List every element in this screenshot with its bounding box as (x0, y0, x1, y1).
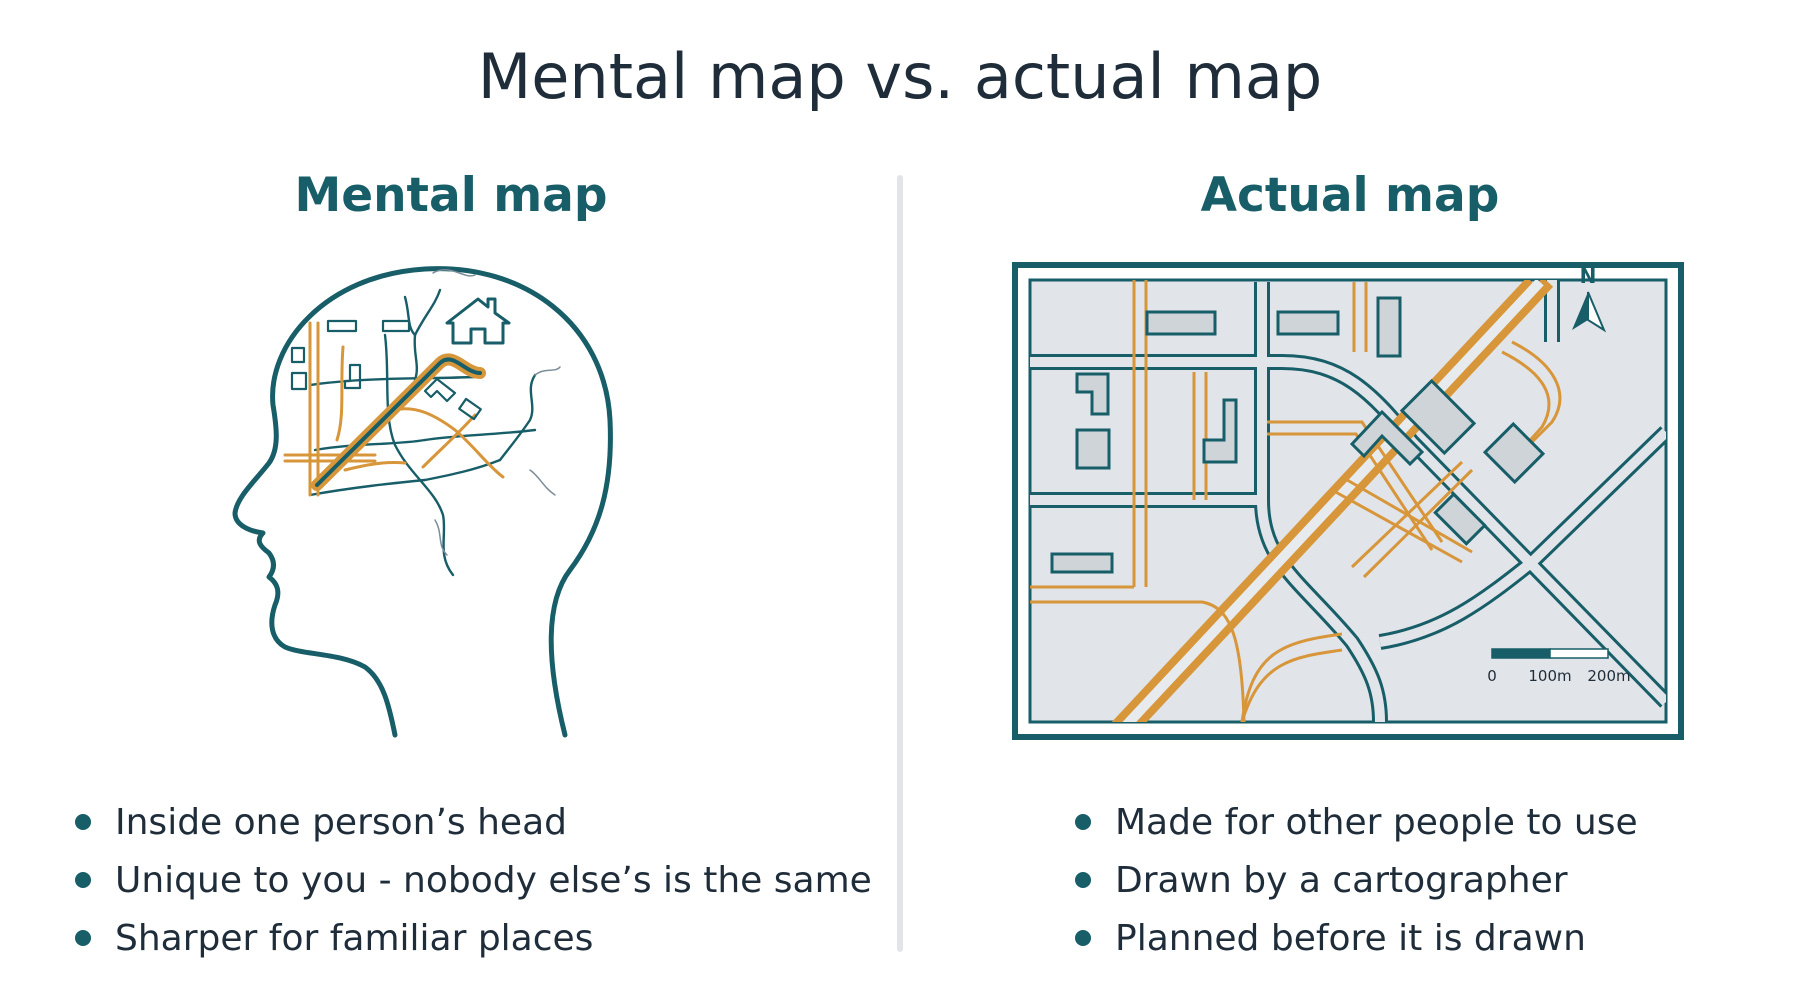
list-item-text: Inside one person’s head (115, 801, 567, 843)
bullet-dot (75, 814, 91, 830)
list-item-text: Planned before it is drawn (1115, 917, 1586, 959)
list-item: Planned before it is drawn (1075, 909, 1638, 967)
north-arrow-icon: N (1572, 264, 1607, 333)
scale-bar: 0 100m 200m (1487, 648, 1631, 685)
bullet-dot (1075, 872, 1091, 888)
scale-label-0: 0 (1487, 667, 1497, 685)
bullet-dot (1075, 930, 1091, 946)
head-outline (232, 266, 613, 738)
list-item: Unique to you - nobody else’s is the sam… (75, 851, 872, 909)
bullet-dot (1075, 814, 1091, 830)
scale-label-100m: 100m (1528, 667, 1571, 685)
list-item: Sharper for familiar places (75, 909, 872, 967)
list-item-text: Sharper for familiar places (115, 917, 594, 959)
mental-map-heading: Mental map (294, 168, 608, 223)
bullet-dot (75, 872, 91, 888)
list-item-text: Unique to you - nobody else’s is the sam… (115, 859, 872, 901)
actual-map-illustration: N 0 100m 200m (1012, 262, 1684, 740)
list-item-text: Made for other people to use (1115, 801, 1638, 843)
column-divider (897, 175, 903, 952)
mental-map-bullets: Inside one person’s head Unique to you -… (75, 793, 872, 967)
actual-map-heading: Actual map (1200, 168, 1500, 223)
list-item: Drawn by a cartographer (1075, 851, 1638, 909)
house-icon (445, 297, 511, 345)
list-item: Made for other people to use (1075, 793, 1638, 851)
north-label: N (1580, 264, 1597, 288)
bullet-dot (75, 930, 91, 946)
list-item-text: Drawn by a cartographer (1115, 859, 1568, 901)
page-title: Mental map vs. actual map (477, 40, 1323, 113)
scale-label-200m: 200m (1587, 667, 1630, 685)
head-silhouette-icon (232, 266, 613, 738)
list-item: Inside one person’s head (75, 793, 872, 851)
actual-map-bullets: Made for other people to use Drawn by a … (1075, 793, 1638, 967)
